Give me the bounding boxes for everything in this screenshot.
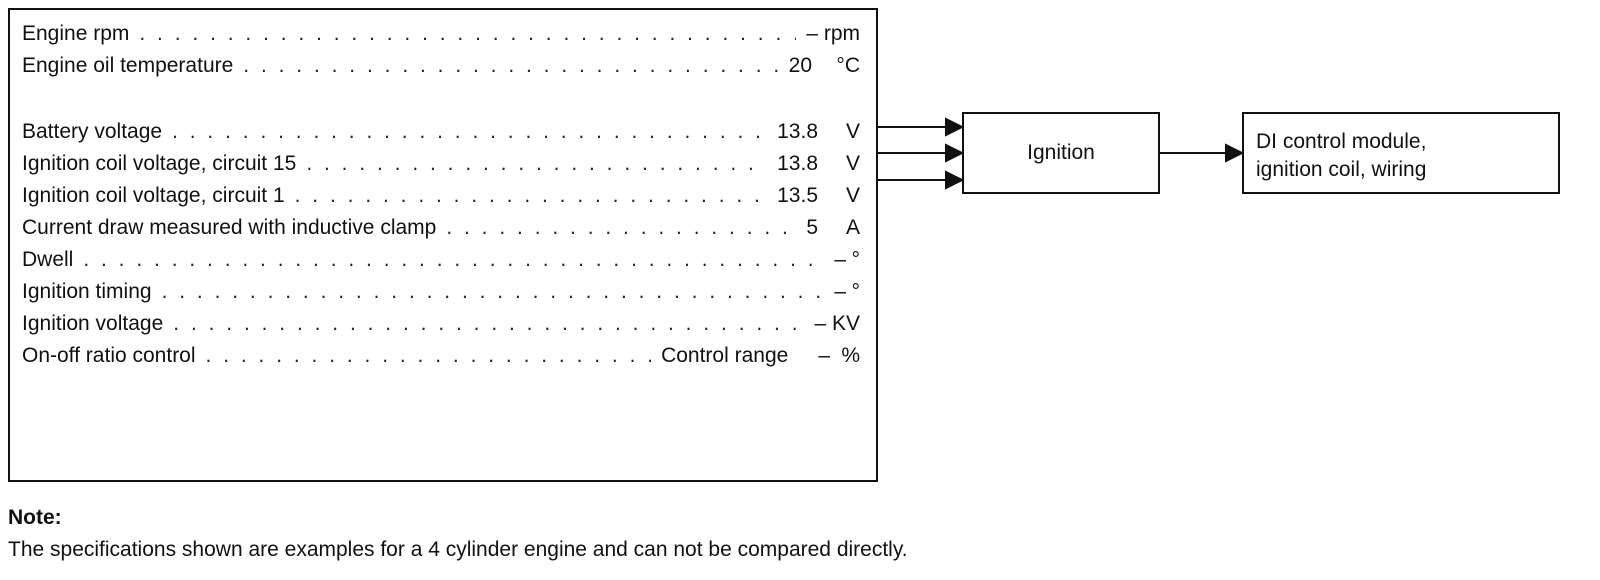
spec-unit: % [841, 344, 860, 367]
spec-value: 5 [806, 216, 818, 239]
spec-label: Dwell [22, 248, 74, 271]
spec-value: 13.8 [777, 120, 818, 143]
spec-value: – rpm [806, 22, 860, 45]
spec-unit: V [845, 152, 860, 175]
spec-value: 20 [788, 54, 812, 77]
arrowhead [945, 117, 965, 137]
spec-value: – [834, 280, 846, 303]
spec-extra-label: Control range [661, 344, 789, 367]
spec-value: – KV [814, 312, 860, 335]
spec-label: Engine oil temperature [22, 54, 234, 77]
spec-unit: V [845, 184, 860, 207]
spec-row-ignition-coil-voltage-circuit-15: Ignition coil voltage, circuit 15 13.8 V [22, 152, 860, 182]
spec-value: 13.8 [777, 152, 818, 175]
arrowhead [945, 143, 965, 163]
spec-row-current-draw: Current draw measured with inductive cla… [22, 216, 860, 246]
specifications-box: Engine rpm – rpm Engine oil temperature … [8, 8, 878, 482]
arrowhead [1225, 143, 1245, 163]
ignition-label: Ignition [1027, 141, 1095, 164]
spec-unit: V [845, 120, 860, 143]
di-box-line-1: DI control module, [1256, 130, 1427, 153]
spec-label: On-off ratio control [22, 344, 196, 367]
spec-unit: A [845, 216, 860, 239]
spec-label: Current draw measured with inductive cla… [22, 216, 437, 239]
di-box-line-2: ignition coil, wiring [1256, 158, 1427, 181]
spec-unit: ° [851, 248, 860, 271]
spec-row-dwell: Dwell – ° [22, 248, 860, 278]
spec-row-ignition-timing: Ignition timing – ° [22, 280, 860, 310]
spec-unit: °C [836, 54, 860, 77]
arrowhead [945, 170, 965, 190]
note-title: Note: [8, 506, 62, 529]
spec-row-ignition-coil-voltage-circuit-1: Ignition coil voltage, circuit 1 13.5 V [22, 184, 860, 214]
spec-label: Ignition coil voltage, circuit 1 [22, 184, 285, 207]
spec-row-engine-oil-temperature: Engine oil temperature 20 °C [22, 54, 860, 84]
spec-label: Battery voltage [22, 120, 163, 143]
spec-row-engine-rpm: Engine rpm – rpm [22, 22, 860, 52]
ignition-box: Ignition [962, 112, 1160, 194]
spec-label: Engine rpm [22, 22, 130, 45]
spec-row-on-off-ratio-control: On-off ratio control Control range – % [22, 344, 860, 374]
spec-label: Ignition voltage [22, 312, 164, 335]
spec-row-ignition-voltage: Ignition voltage – KV [22, 312, 860, 342]
spec-value: – [818, 344, 830, 367]
spec-row-battery-voltage: Battery voltage 13.8 V [22, 120, 860, 150]
spec-value: 13.5 [777, 184, 818, 207]
spec-value: – [834, 248, 846, 271]
spec-unit: ° [851, 280, 860, 303]
spec-label: Ignition timing [22, 280, 152, 303]
di-control-module-box: DI control module, ignition coil, wiring [1242, 112, 1560, 194]
note-text: The specifications shown are examples fo… [8, 538, 908, 561]
spec-label: Ignition coil voltage, circuit 15 [22, 152, 297, 175]
